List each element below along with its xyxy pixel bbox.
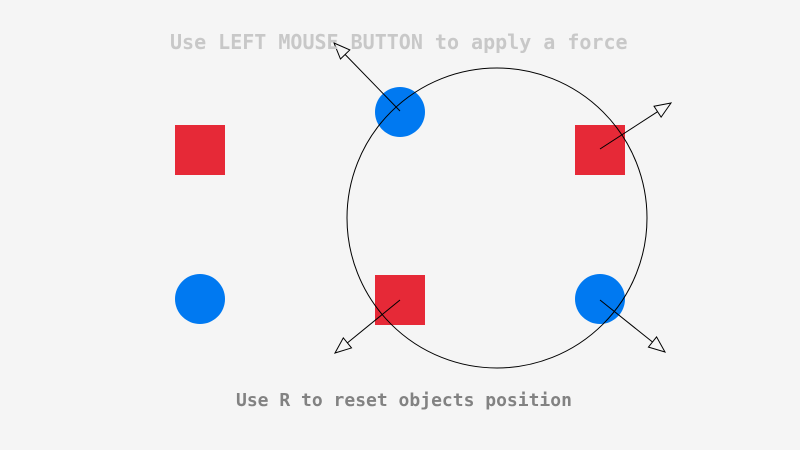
boundary-circle-outline [346, 67, 648, 369]
blue-circle-top[interactable] [375, 87, 425, 137]
blue-circle-bottom-right[interactable] [575, 274, 625, 324]
force-arrow-top-right-shaft [599, 111, 658, 150]
force-arrow-bottom-left-head-icon [333, 336, 353, 354]
red-square-left[interactable] [175, 125, 225, 175]
force-arrow-top-right-head-icon [653, 102, 673, 119]
instruction-reset: Use R to reset objects position [236, 390, 572, 411]
blue-circle-left[interactable] [175, 274, 225, 324]
red-square-top-right[interactable] [575, 125, 625, 175]
force-arrow-bottom-right-shaft [599, 299, 653, 343]
force-arrow-bottom-right-head-icon [647, 336, 667, 353]
force-arrow-top-left-shaft [344, 54, 401, 112]
force-arrow-top-left-head-icon [333, 42, 351, 60]
instruction-apply-force: Use LEFT MOUSE BUTTON to apply a force [170, 30, 628, 54]
force-arrow-bottom-left-shaft [347, 299, 401, 344]
